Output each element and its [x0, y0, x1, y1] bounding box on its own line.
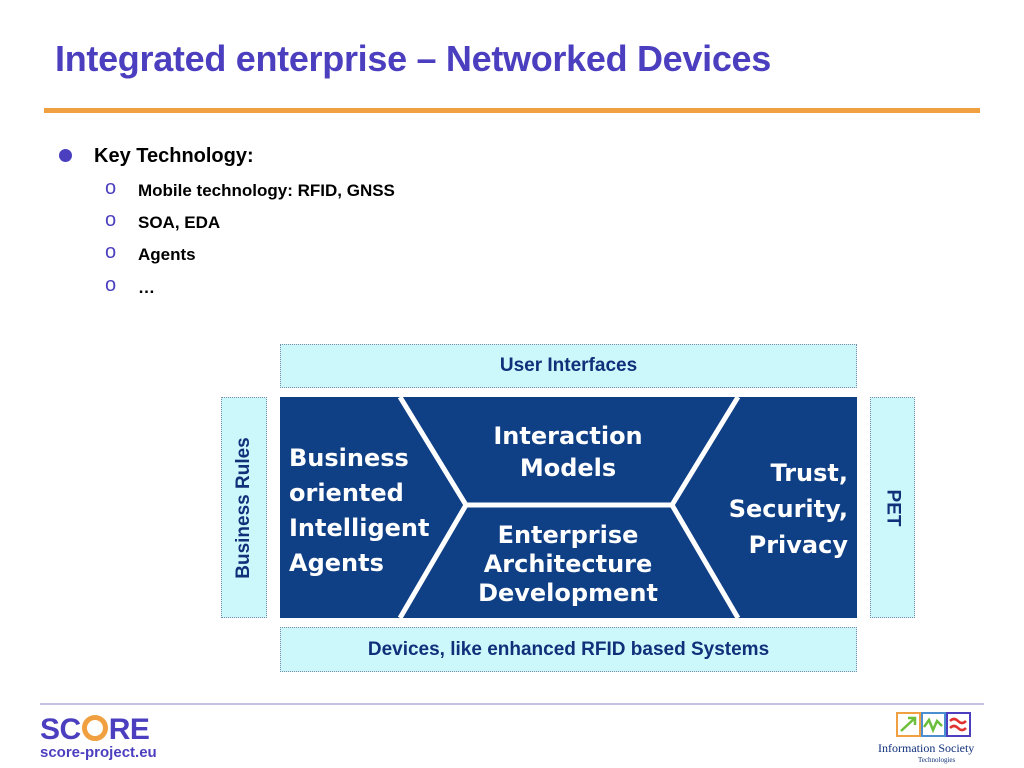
- circle-bullet-icon: o: [105, 177, 117, 199]
- text-line: Privacy: [748, 531, 848, 559]
- text-line: Intelligent: [289, 514, 430, 542]
- circle-bullet-icon: o: [105, 209, 117, 231]
- user-interfaces-label: User Interfaces: [499, 355, 638, 376]
- ist-name: Information Society: [878, 741, 975, 755]
- ist-logo-graphic: [896, 712, 971, 737]
- business-rules-label: Business Rules: [233, 436, 254, 579]
- text-line: Security,: [728, 495, 848, 523]
- devices-label: Devices, like enhanced RFID based System…: [367, 638, 770, 660]
- logo-text: SC: [40, 713, 81, 746]
- interaction-models-text: Interaction Models: [468, 420, 668, 484]
- circle-bullet-icon: o: [105, 274, 117, 296]
- text-line: Architecture: [483, 550, 653, 578]
- devices-box: Devices, like enhanced RFID based System…: [280, 627, 857, 672]
- text-line: Business: [289, 444, 409, 472]
- architecture-diagram-shapes: [280, 395, 857, 620]
- score-logo: SC RE: [40, 713, 150, 747]
- text-line: oriented: [289, 479, 404, 507]
- logo-ring-icon: [81, 715, 108, 741]
- pet-label: PET: [882, 489, 904, 526]
- slide-title: Integrated enterprise – Networked Device…: [55, 38, 771, 79]
- enterprise-architecture-text: Enterprise Architecture Development: [458, 521, 678, 608]
- business-rules-box: Business Rules: [221, 397, 267, 618]
- title-divider: [44, 108, 980, 113]
- business-agents-text: Business oriented Intelligent Agents: [289, 441, 429, 581]
- ist-logo-icon: [896, 712, 972, 743]
- trust-security-text: Trust, Security, Privacy: [690, 455, 848, 563]
- circle-bullet-icon: o: [105, 241, 117, 263]
- logo-text: RE: [108, 713, 150, 746]
- bullet-text: Key Technology:: [94, 145, 254, 167]
- bullet-dot-icon: [59, 149, 72, 162]
- text-line: Models: [519, 454, 617, 482]
- pet-box: PET: [870, 397, 915, 618]
- user-interfaces-box: User Interfaces: [280, 344, 857, 388]
- sub-bullet-text: SOA, EDA: [138, 213, 221, 232]
- text-line: Agents: [289, 549, 384, 577]
- text-line: Enterprise: [497, 521, 639, 549]
- sub-bullet-text: Mobile technology: RFID, GNSS: [138, 181, 395, 200]
- ist-sub: Technologies: [918, 756, 956, 764]
- text-line: Trust,: [770, 459, 848, 487]
- text-line: Development: [478, 579, 658, 607]
- architecture-diagram: Business oriented Intelligent Agents Int…: [280, 395, 857, 623]
- footer-divider: [40, 703, 984, 705]
- sub-bullet-text: Agents: [138, 245, 196, 264]
- text-line: Interaction: [493, 422, 643, 450]
- score-url: score-project.eu: [40, 744, 157, 761]
- sub-bullet-text: …: [138, 278, 155, 297]
